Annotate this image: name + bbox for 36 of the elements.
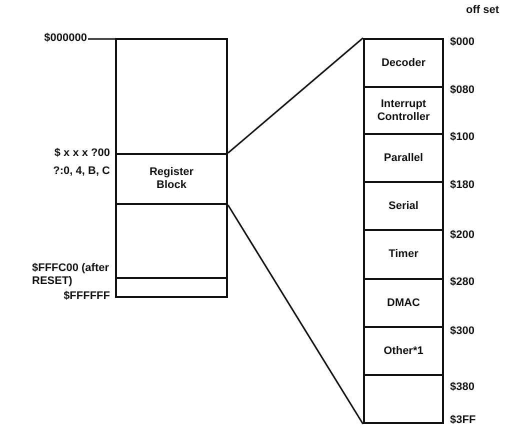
address-label: $FFFFFF: [64, 290, 110, 303]
address-label: $200: [450, 229, 474, 242]
expansion-line: [227, 204, 364, 424]
block-label: Decoder: [381, 56, 426, 70]
memory-block: [115, 153, 228, 205]
address-label: $080: [450, 84, 474, 97]
address-label: $100: [450, 131, 474, 144]
block-label: Timer: [388, 248, 418, 261]
memory-block: [363, 38, 444, 88]
memory-block: [363, 229, 444, 280]
memory-block: [363, 86, 444, 135]
block-label: Other*1: [384, 344, 424, 358]
address-label: $FFFC00 (after RESET): [32, 262, 110, 288]
memory-block: [363, 278, 444, 328]
address-label: $280: [450, 276, 474, 289]
column-heading: off set: [466, 4, 499, 17]
block-label: DMAC: [387, 296, 420, 310]
address-label: $3FF: [450, 414, 476, 427]
block-label: Serial: [388, 200, 418, 212]
memory-block: [363, 181, 444, 231]
address-label: $000000: [44, 32, 87, 45]
address-label: $380: [450, 381, 474, 394]
block-label: Register Block: [148, 166, 195, 192]
address-label: $000: [450, 36, 474, 49]
expansion-line: [227, 37, 364, 154]
block-label: Parallel: [384, 152, 424, 164]
address-label: $ x x x ?00: [54, 147, 110, 160]
memory-block: [363, 133, 444, 183]
empty-memory-block: [363, 374, 444, 424]
address-label: ?:0, 4, B, C: [53, 165, 110, 178]
empty-memory-block: [115, 203, 228, 279]
block-label: Interrupt Controller: [376, 98, 431, 124]
address-label: $300: [450, 325, 474, 338]
address-label: $180: [450, 179, 474, 192]
empty-memory-block: [115, 277, 228, 298]
memory-block: [363, 326, 444, 376]
